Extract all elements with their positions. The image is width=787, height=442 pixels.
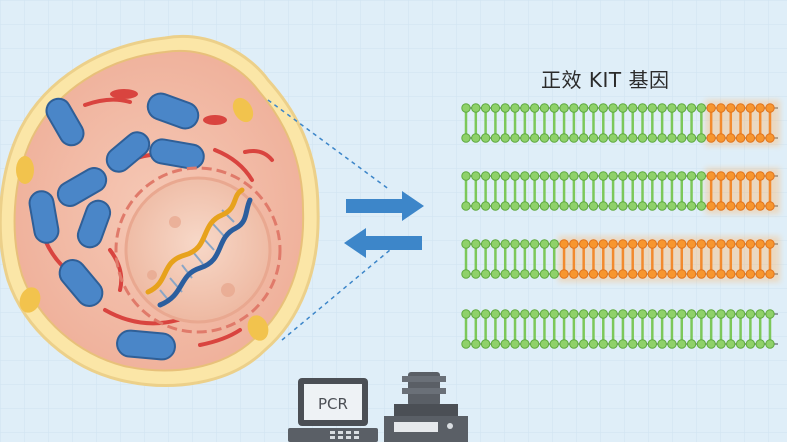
pcr-computer-icon: PCR [288,378,378,442]
zoom-lines [267,99,391,341]
dna-helix-icon [145,187,253,308]
dna-strand [461,100,780,146]
arrow-left-icon [344,228,422,258]
sequencer-machine-icon [384,372,468,442]
pcr-label: PCR [318,395,348,413]
dna-strand-list [461,100,780,349]
dna-strand [461,168,780,214]
dna-strand [461,236,780,282]
cell-icon [0,35,320,387]
gene-title: 正效 KIT 基因 [541,68,670,92]
dna-strand [461,309,778,349]
arrow-right-icon [346,191,424,221]
